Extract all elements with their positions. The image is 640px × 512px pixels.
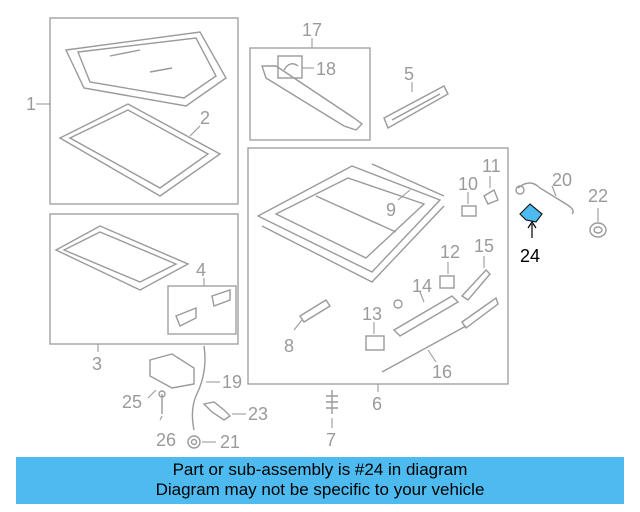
- motor-part-25: [149, 353, 195, 389]
- callout-12: 12: [440, 242, 460, 262]
- callout-9: 9: [386, 200, 396, 220]
- callout-5: 5: [404, 64, 414, 84]
- bracket-part-11: [483, 188, 499, 205]
- callout-13: 13: [362, 304, 382, 324]
- group-box-3: [49, 213, 239, 345]
- info-banner: Part or sub-assembly is #24 in diagram D…: [16, 457, 624, 504]
- deflector-part-5: [383, 85, 449, 130]
- glass-panel-part: [64, 31, 227, 107]
- clip-part-18: [277, 55, 303, 79]
- banner-line-2: Diagram may not be specific to your vehi…: [155, 480, 485, 499]
- group-box-17: [249, 47, 371, 141]
- elbow-part-23: [202, 401, 232, 421]
- callout-7: 7: [326, 430, 336, 450]
- callout-24: 24: [520, 246, 540, 266]
- callout-15: 15: [474, 236, 494, 256]
- clamp-part-21: [187, 435, 201, 449]
- callout-4: 4: [196, 260, 206, 280]
- drain-rail-part: [261, 65, 364, 131]
- callout-19: 19: [222, 372, 242, 392]
- callout-14: 14: [412, 276, 432, 296]
- bracket-subbox-4: [167, 285, 237, 335]
- sunroof-frame-part: [256, 165, 445, 283]
- grommet-part-22: [589, 222, 607, 238]
- callout-17: 17: [302, 20, 322, 40]
- callout-20: 20: [552, 170, 572, 190]
- rail-part-9: [371, 163, 445, 197]
- callout-11: 11: [482, 156, 501, 176]
- bracket-part-4: [175, 289, 231, 327]
- callout-21: 21: [220, 432, 240, 452]
- callout-6: 6: [372, 394, 382, 414]
- callout-25: 25: [122, 392, 142, 412]
- rail-part-side: [461, 296, 499, 330]
- callout-22: 22: [588, 186, 608, 206]
- callout-8: 8: [284, 336, 294, 356]
- bracket-part-10: [461, 205, 477, 217]
- callout-18: 18: [316, 59, 336, 79]
- drain-hose-part-19: [191, 345, 206, 431]
- link-part-15: [460, 268, 491, 301]
- banner-line-1: Part or sub-assembly is #24 in diagram: [172, 460, 468, 479]
- block-part-13: [365, 335, 385, 351]
- callout-23: 23: [248, 404, 268, 424]
- arm-part-14: [392, 295, 460, 337]
- sunshade-part: [54, 225, 190, 291]
- hose-part-20: [517, 182, 574, 215]
- callout-10: 10: [458, 174, 478, 194]
- callout-2: 2: [200, 108, 210, 128]
- group-box-1: [49, 17, 239, 205]
- strip-part-8: [299, 299, 331, 323]
- callout-26: 26: [156, 430, 176, 450]
- callout-16: 16: [432, 362, 452, 382]
- highlighted-part-24[interactable]: [519, 203, 543, 223]
- callout-3: 3: [92, 354, 102, 374]
- glass-seal-part: [58, 103, 222, 197]
- cable-part-16: [381, 325, 467, 373]
- bracket-part-12: [439, 275, 455, 289]
- callout-1: 1: [26, 94, 36, 114]
